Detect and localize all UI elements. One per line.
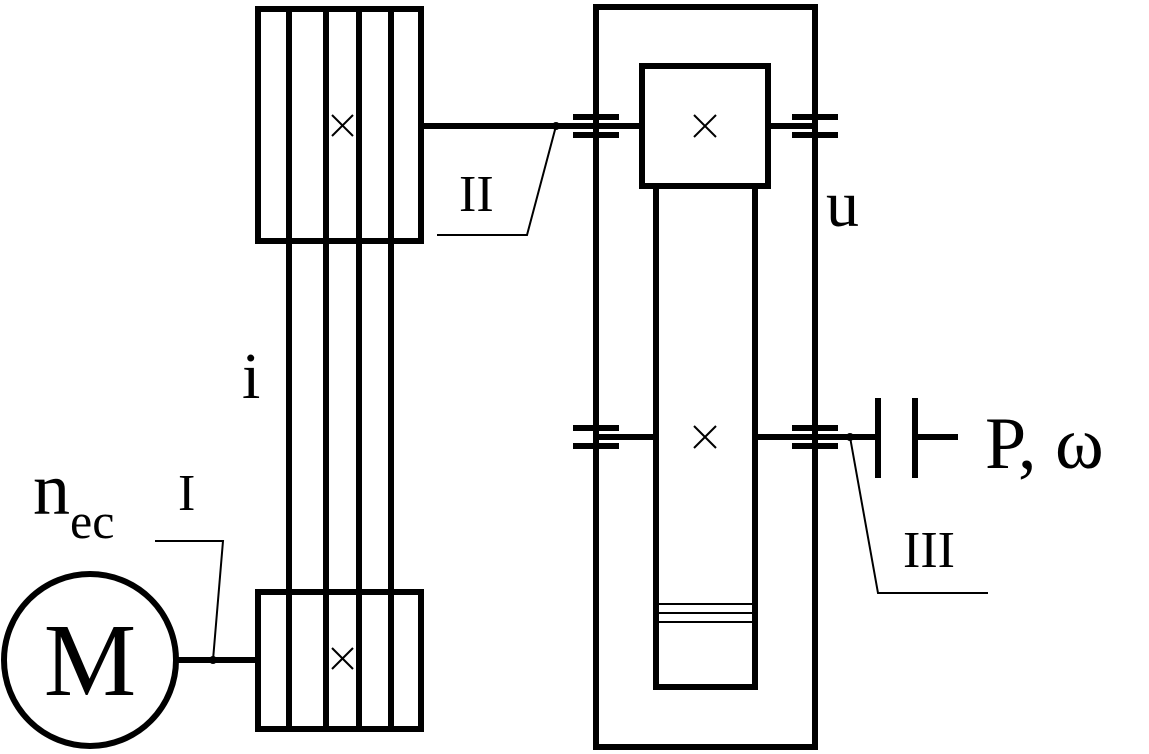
shaft-1-leader bbox=[155, 540, 225, 661]
gear-ratio-label: u bbox=[826, 168, 859, 241]
wheel-cross bbox=[693, 425, 717, 449]
belt-drive bbox=[255, 6, 424, 732]
shaft-2-label: II bbox=[459, 166, 494, 223]
output-group bbox=[846, 398, 988, 594]
motor-label: M bbox=[44, 603, 136, 718]
belt-ratio-label: i bbox=[242, 340, 260, 413]
upper-pulley-cross bbox=[331, 114, 354, 137]
lower-pulley-cross bbox=[331, 647, 354, 670]
bearing-lower-left bbox=[573, 425, 619, 449]
speed-label: nec bbox=[33, 449, 114, 549]
shaft-3-leader bbox=[849, 436, 988, 594]
shaft-1-label: I bbox=[178, 465, 195, 522]
output-label: P, ω bbox=[985, 403, 1104, 485]
motor: M bbox=[1, 540, 258, 749]
pinion-cross bbox=[693, 114, 717, 138]
driven-pulley bbox=[255, 6, 424, 244]
shaft-2-leader bbox=[437, 125, 557, 236]
shaft-2-group bbox=[421, 122, 642, 236]
bearing-upper-left bbox=[573, 114, 619, 138]
bearing-upper-right bbox=[792, 114, 838, 138]
gearbox-housing bbox=[593, 4, 818, 750]
bearing-lower-right bbox=[792, 425, 838, 449]
shaft-3-label: III bbox=[903, 522, 955, 579]
gearbox bbox=[573, 4, 850, 750]
